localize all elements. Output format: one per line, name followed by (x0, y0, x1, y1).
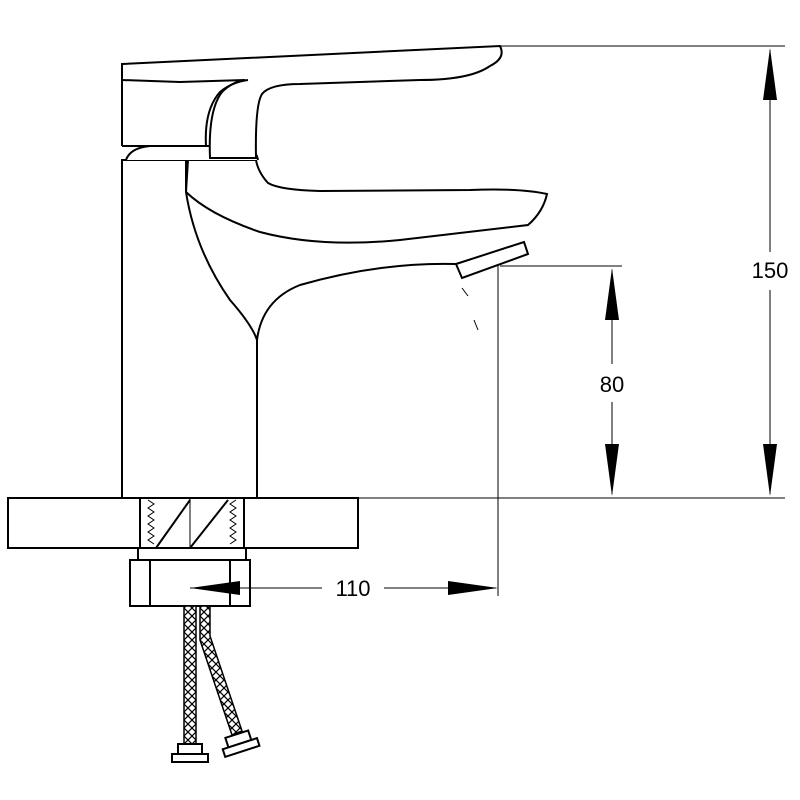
faucet-column (121, 159, 258, 499)
mounting-shank (139, 497, 245, 549)
spout (184, 159, 549, 244)
dimension-150: 150 (752, 48, 789, 496)
lock-nut (129, 547, 251, 607)
dimension-150-label: 150 (752, 258, 789, 283)
lever-handle (121, 44, 503, 159)
dimension-110: 110 (190, 576, 498, 601)
flow-marks (461, 287, 479, 331)
aerator (454, 240, 530, 280)
supply-hoses (171, 605, 261, 763)
dimension-80-label: 80 (600, 372, 624, 397)
extension-lines (358, 45, 785, 596)
dimension-80: 80 (600, 268, 624, 496)
dimension-110-label: 110 (335, 576, 370, 601)
faucet-body (121, 44, 549, 499)
